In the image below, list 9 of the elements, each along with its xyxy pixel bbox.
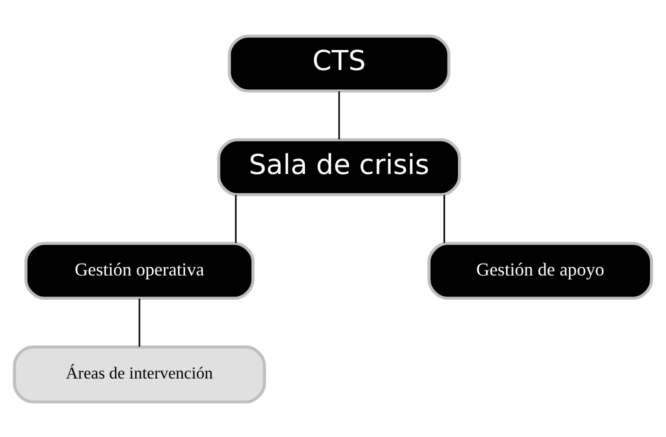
node-box: Áreas de intervención bbox=[12, 345, 266, 403]
node-box: Gestión de apoyo bbox=[428, 241, 654, 300]
node-box: CTS bbox=[228, 34, 450, 92]
node-box: Sala de crisis bbox=[217, 138, 462, 196]
connector bbox=[235, 194, 237, 242]
connector bbox=[138, 298, 140, 346]
connector bbox=[444, 194, 446, 242]
connector bbox=[338, 90, 340, 139]
node-box: Gestión operativa bbox=[24, 241, 254, 300]
